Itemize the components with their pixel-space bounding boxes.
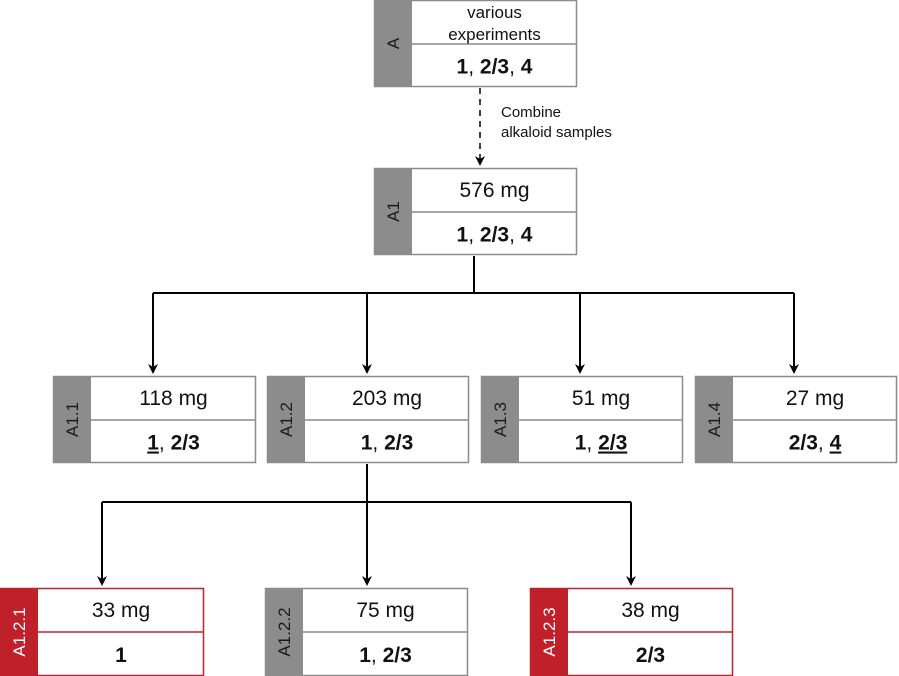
node-a1-2-compounds: 1, 2/3	[361, 432, 414, 455]
node-a1-2-1-mass: 33 mg	[92, 599, 150, 622]
node-a-compound: ,	[468, 56, 480, 79]
annotations: Combine alkaloid samples	[501, 104, 612, 141]
node-a1-1-tab	[53, 376, 91, 463]
node-a1-2-2-mass: 75 mg	[356, 599, 414, 622]
node-a-tab	[374, 0, 412, 87]
node-a-compound: ,	[509, 56, 521, 79]
node-a1-4-mass: 27 mg	[786, 387, 844, 410]
node-a1-3-mass: 51 mg	[572, 387, 630, 410]
node-a1-4-compound: ,	[818, 432, 830, 455]
node-a1-3-compound: ,	[586, 432, 598, 455]
node-a1-3-tab	[481, 376, 519, 463]
node-a1-4-compound: 2/3	[789, 432, 818, 455]
node-a1-4: A1.4 27 mg 2/3, 4	[694, 375, 898, 464]
node-a1-4-label: A1.4	[705, 402, 724, 437]
node-a1-2-tab	[267, 376, 305, 463]
node-a1-compound: ,	[509, 224, 521, 247]
node-a-mass-line: various	[467, 3, 522, 22]
node-a1-1-compounds: 1, 2/3	[147, 432, 200, 455]
node-a1-4-tab	[695, 376, 733, 463]
node-a1-2-2-compounds: 1, 2/3	[359, 644, 412, 667]
node-a1-2-3: A1.2.3 38 mg 2/3	[529, 587, 734, 676]
node-a1-2-3-mass: 38 mg	[621, 599, 679, 622]
node-a1-2-compound: 2/3	[384, 432, 413, 455]
node-a1-3-label: A1.3	[491, 402, 510, 437]
node-a1-2-compound: ,	[372, 432, 384, 455]
node-a1-2: A1.2 203 mg 1, 2/3	[266, 375, 470, 464]
node-a1-2-3-label: A1.2.3	[540, 607, 559, 656]
combine-arrow-label: alkaloid samples	[501, 124, 612, 141]
connectors	[97, 88, 799, 586]
node-a1-2-2: A1.2.2 75 mg 1, 2/3	[264, 587, 469, 676]
node-a1-2-1-tab	[0, 588, 38, 676]
node-a1-2-compound: 1	[361, 432, 373, 455]
node-a-mass-line: experiments	[448, 25, 541, 44]
node-a-compounds: 1, 2/3, 4	[457, 56, 533, 79]
node-a-compound: 4	[521, 56, 533, 79]
node-a1-2-2-compound: 1	[359, 644, 371, 667]
node-a1-3: A1.3 51 mg 1, 2/3	[480, 375, 684, 464]
node-a1-2-label: A1.2	[277, 402, 296, 437]
node-a-compound: 1	[457, 56, 469, 79]
node-a1-2-2-compound: 2/3	[383, 644, 412, 667]
node-a1-2-mass: 203 mg	[352, 387, 422, 410]
node-a1-3-compounds: 1, 2/3	[575, 432, 628, 455]
node-a1-compound: 4	[521, 224, 533, 247]
node-a1-label: A1	[384, 201, 403, 222]
node-a1: A1 576 mg 1, 2/3, 4	[373, 167, 578, 256]
node-a-label: A	[384, 37, 403, 49]
node-a1-1-compound: 2/3	[171, 432, 200, 455]
node-a1-2-1-compounds: 1	[115, 644, 127, 667]
node-a1-3-compound: 2/3	[598, 432, 627, 455]
node-a1-1-label: A1.1	[63, 402, 82, 437]
node-a-compound: 2/3	[480, 56, 509, 79]
node-a1-2-1-compound: 1	[115, 644, 127, 667]
node-a1-1-compound: ,	[159, 432, 171, 455]
node-a1-1-compound: 1	[147, 432, 159, 455]
node-a1-2-3-compound: 2/3	[636, 644, 665, 667]
node-a1-compound: 1	[457, 224, 469, 247]
node-a1-2-1: A1.2.1 33 mg 1	[0, 587, 205, 676]
node-a1-2-3-tab	[530, 588, 568, 676]
node-a1-2-2-compound: ,	[371, 644, 383, 667]
node-a1-compound: ,	[468, 224, 480, 247]
node-a1-1-mass: 118 mg	[139, 387, 208, 410]
node-a1-compounds: 1, 2/3, 4	[457, 224, 533, 247]
node-a1-3-compound: 1	[575, 432, 587, 455]
node-a1-2-2-label: A1.2.2	[275, 607, 294, 656]
node-a1-4-compounds: 2/3, 4	[789, 432, 842, 455]
node-a1-tab	[374, 168, 412, 255]
node-a1-2-1-label: A1.2.1	[10, 607, 29, 656]
node-a1-4-compound: 4	[830, 432, 842, 455]
node-a1-mass: 576 mg	[459, 179, 529, 202]
node-a1-1: A1.1 118 mg 1, 2/3	[52, 375, 257, 464]
node-a1-compound: 2/3	[480, 224, 509, 247]
node-a1-2-3-compounds: 2/3	[636, 644, 665, 667]
node-a1-2-2-tab	[265, 588, 303, 676]
combine-arrow-label: Combine	[501, 104, 561, 121]
